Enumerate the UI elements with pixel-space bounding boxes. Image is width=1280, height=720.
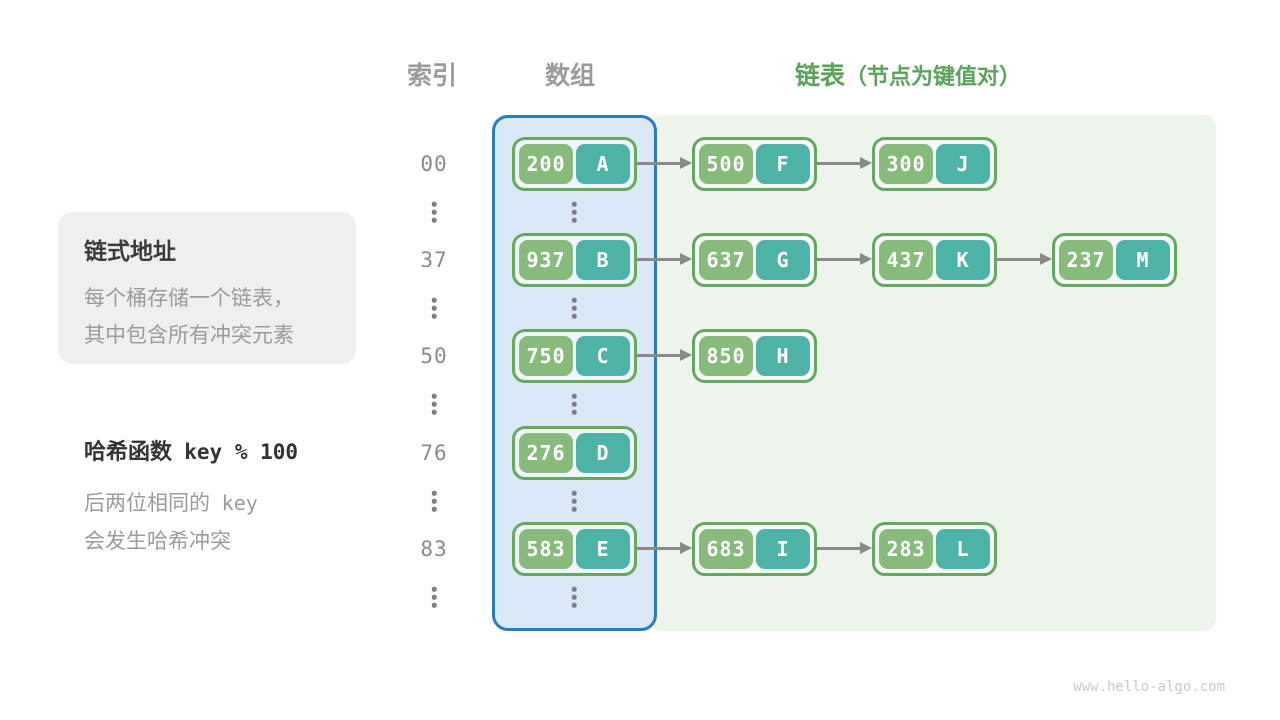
next-pointer-arrow <box>635 542 692 554</box>
next-pointer-arrow <box>635 349 692 361</box>
node-key: 583 <box>519 529 573 569</box>
node-value: J <box>936 144 990 184</box>
node-value: C <box>576 336 630 376</box>
node-value: M <box>1116 240 1170 280</box>
info-card-line: 其中包含所有冲突元素 <box>84 324 294 347</box>
next-pointer-arrow <box>815 542 872 554</box>
next-pointer-arrow <box>635 157 692 169</box>
node-key: 200 <box>519 144 573 184</box>
node-value: H <box>756 336 810 376</box>
index-label: 37 <box>420 248 448 272</box>
node-value: F <box>756 144 810 184</box>
info-card-title: 链式地址 <box>84 238 176 264</box>
hash-note-line: 后两位相同的 key <box>84 491 258 515</box>
index-ellipsis <box>431 201 437 223</box>
node-value: I <box>756 529 810 569</box>
array-ellipsis <box>571 586 577 608</box>
index-label: 83 <box>420 537 448 561</box>
index-ellipsis <box>431 586 437 608</box>
header-index: 索引 <box>406 62 458 90</box>
array-ellipsis <box>571 201 577 223</box>
node-value: K <box>936 240 990 280</box>
index-label: 50 <box>420 344 448 368</box>
node-key: 437 <box>879 240 933 280</box>
index-ellipsis <box>431 490 437 512</box>
hash-function-note: 哈希函数 key % 100 后两位相同的 key 会发生哈希冲突 <box>84 434 298 561</box>
node-key: 276 <box>519 433 573 473</box>
index-label: 76 <box>420 441 448 465</box>
node-key: 850 <box>699 336 753 376</box>
node-key: 500 <box>699 144 753 184</box>
node-key: 237 <box>1059 240 1113 280</box>
hash-function-code: key % 100 <box>184 440 299 464</box>
index-ellipsis <box>431 297 437 319</box>
node-key: 300 <box>879 144 933 184</box>
node-value: A <box>576 144 630 184</box>
node-key: 683 <box>699 529 753 569</box>
node-key: 637 <box>699 240 753 280</box>
header-linked-list-annotation: （节点为键值对） <box>845 64 1022 89</box>
header-linked-list-label: 链表 <box>795 62 846 90</box>
chaining-info-card: 链式地址 每个桶存储一个链表， 其中包含所有冲突元素 <box>58 212 356 364</box>
header-linked-list: 链表（节点为键值对） <box>795 56 1021 92</box>
node-key: 750 <box>519 336 573 376</box>
next-pointer-arrow <box>995 253 1052 265</box>
hash-note-line: 会发生哈希冲突 <box>84 530 231 553</box>
info-card-line: 每个桶存储一个链表， <box>84 287 294 310</box>
node-value: D <box>576 433 630 473</box>
next-pointer-arrow <box>635 253 692 265</box>
hash-function-label: 哈希函数 <box>84 439 173 464</box>
header-array: 数组 <box>544 62 596 90</box>
watermark: www.hello-algo.com <box>1073 679 1225 695</box>
node-value: E <box>576 529 630 569</box>
index-ellipsis <box>431 393 437 415</box>
node-value: L <box>936 529 990 569</box>
next-pointer-arrow <box>815 157 872 169</box>
next-pointer-arrow <box>815 253 872 265</box>
hash-function-title: 哈希函数 key % 100 <box>84 434 298 466</box>
node-key: 283 <box>879 529 933 569</box>
index-label: 00 <box>420 152 448 176</box>
array-ellipsis <box>571 297 577 319</box>
node-value: G <box>756 240 810 280</box>
array-ellipsis <box>571 393 577 415</box>
node-key: 937 <box>519 240 573 280</box>
array-ellipsis <box>571 490 577 512</box>
node-value: B <box>576 240 630 280</box>
